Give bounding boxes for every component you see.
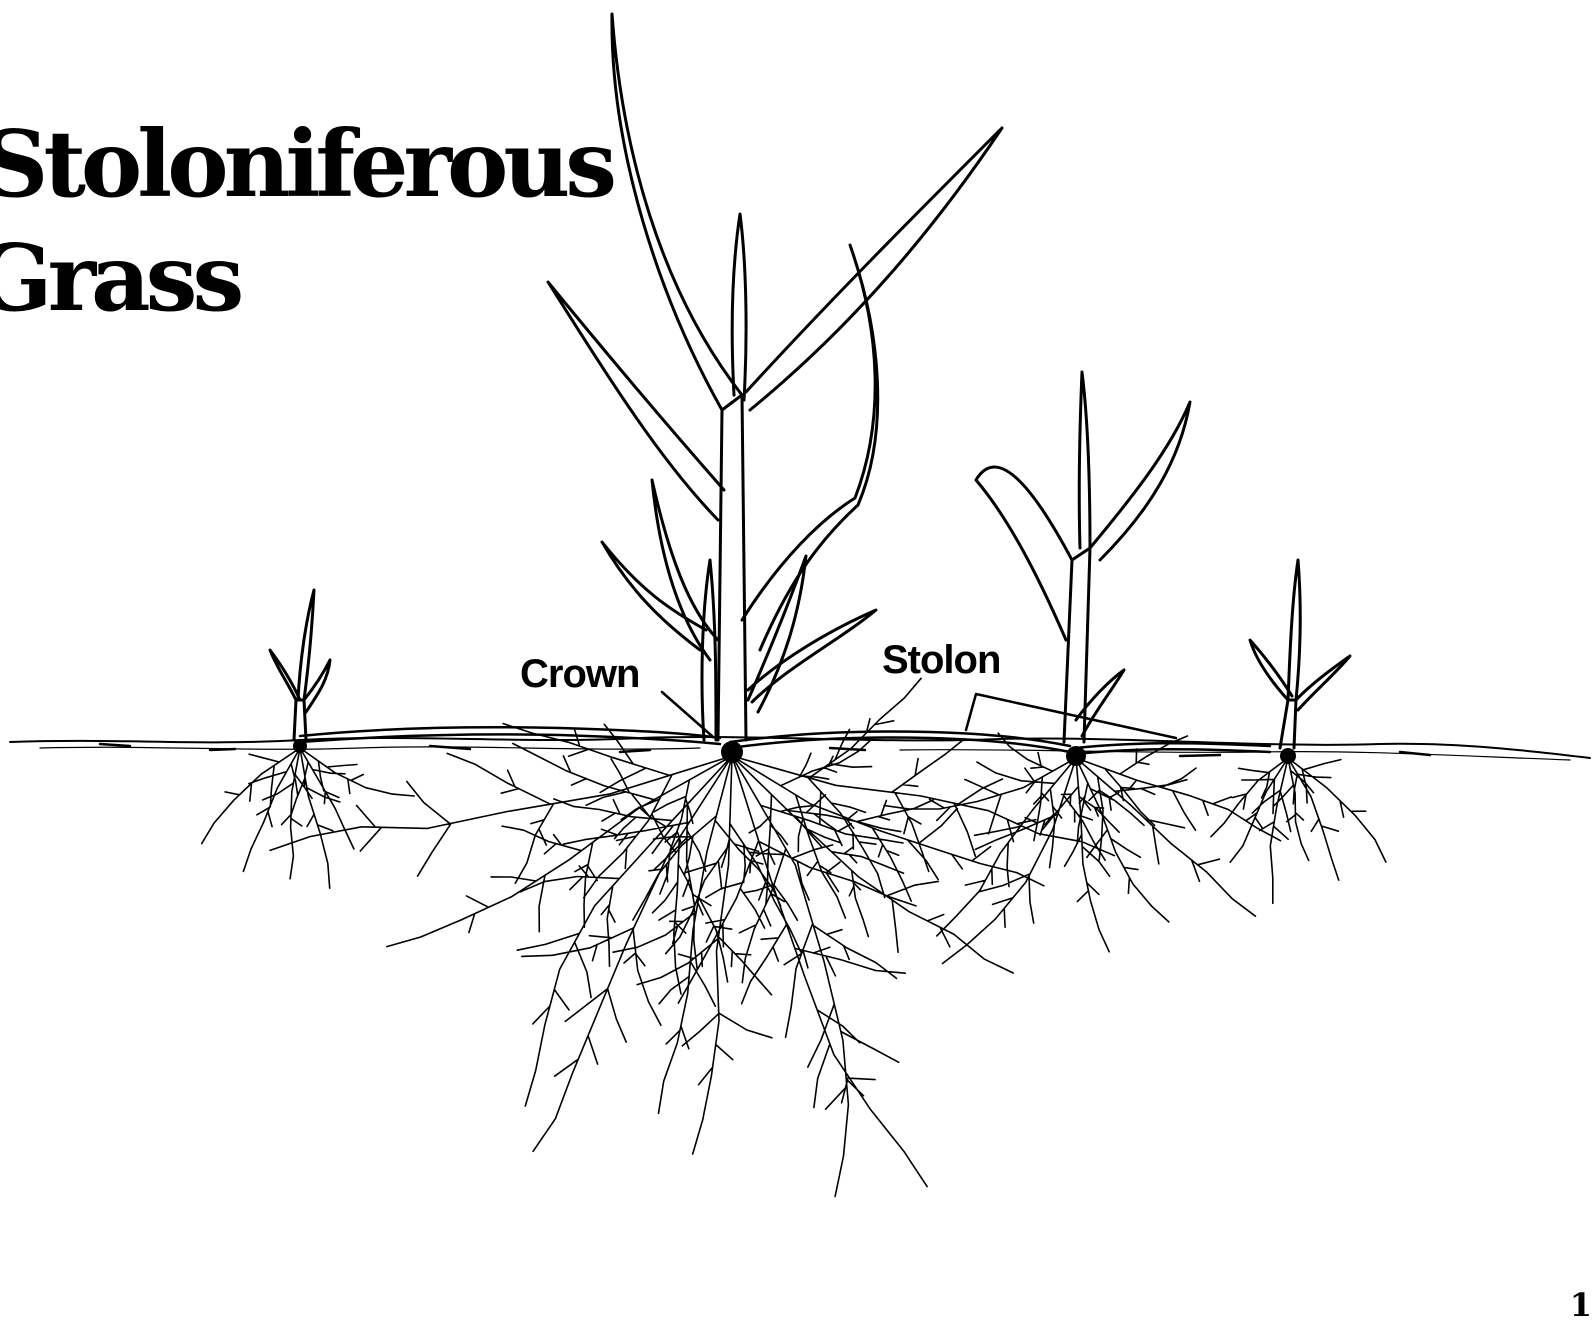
crown-leader-line (662, 692, 712, 736)
main-plant-shoots (548, 14, 1002, 740)
title-line-1: Stoloniferous (0, 118, 612, 210)
far-right-root-system (1211, 758, 1386, 903)
right-root-system (884, 733, 1281, 963)
crown-label: Crown (520, 654, 639, 694)
left-plant-shoots (270, 590, 330, 740)
title-line-2: Grass (0, 232, 239, 324)
stolon-leader-line (966, 694, 1176, 738)
left-root-system (202, 748, 415, 888)
right-plant-shoots (976, 372, 1190, 742)
far-right-plant-shoots (1250, 560, 1350, 748)
page-number: 1 (1570, 1286, 1592, 1324)
stolon-label: Stolon (882, 640, 1000, 680)
main-root-system (270, 678, 1114, 1196)
